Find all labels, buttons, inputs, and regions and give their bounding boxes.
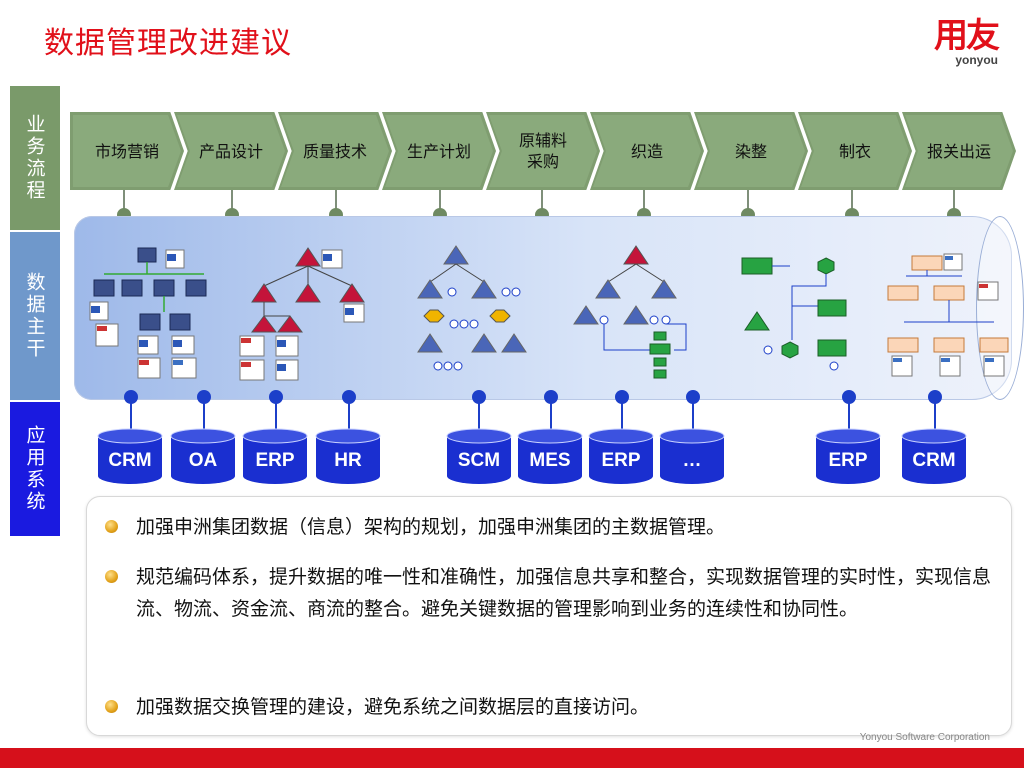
system-cylinder: SCM (446, 428, 512, 484)
system-connector (348, 400, 350, 432)
process-step-label: 织造 (630, 141, 663, 161)
system-connector-dot (472, 390, 486, 404)
process-connector (541, 190, 543, 216)
system-connector (692, 400, 694, 432)
process-step-label: 制衣 (838, 141, 871, 161)
folder-tree-diagram (89, 247, 207, 379)
process-flow: 市场营销 产品设计 质量技术 生产计划 原辅料 采购 织造 染整 制衣 报关出运 (70, 112, 1020, 190)
process-connector (851, 190, 853, 216)
recommendation-item: 加强数据交换管理的建设，避免系统之间数据层的直接访问。 (105, 691, 997, 723)
process-step: 织造 (590, 112, 704, 190)
system-label: ERP (601, 450, 641, 471)
system-connector-dot (197, 390, 211, 404)
system-label: CRM (108, 450, 152, 471)
system-label: OA (188, 450, 218, 471)
process-connector (231, 190, 233, 216)
system-connector (621, 400, 623, 432)
system-cylinder: HR (315, 428, 381, 484)
process-step: 报关出运 (902, 112, 1016, 190)
process-connector (123, 190, 125, 216)
recommendation-item: 规范编码体系，提升数据的唯一性和准确性，加强信息共享和整合，实现数据管理的实时性… (105, 561, 997, 625)
yonyou-logo: 用友 yonyou (934, 16, 1000, 67)
system-label: ERP (828, 450, 868, 471)
system-cylinder: … (659, 428, 725, 484)
process-step-label: 原辅料 采购 (518, 131, 567, 171)
side-label-business-process: 业务流程 (10, 86, 60, 230)
system-cylinder: CRM (97, 428, 163, 484)
system-label: ERP (255, 450, 295, 471)
bullet-icon (105, 700, 118, 713)
system-connector-dot (124, 390, 138, 404)
system-connector (934, 400, 936, 432)
page-title: 数据管理改进建议 (44, 26, 292, 61)
system-connector-dot (842, 390, 856, 404)
red-triangle-tree-diagram (239, 247, 365, 381)
system-connector (275, 400, 277, 432)
footer-bar (0, 748, 1024, 768)
logo-en-text: yonyou (955, 53, 998, 67)
process-step: 质量技术 (278, 112, 392, 190)
side-label-data-backbone: 数据主干 (10, 232, 60, 400)
process-step: 制衣 (798, 112, 912, 190)
process-step: 生产计划 (382, 112, 496, 190)
system-label: SCM (457, 450, 501, 471)
system-connector (848, 400, 850, 432)
org-chart-diagram (887, 253, 1009, 377)
process-step: 产品设计 (174, 112, 288, 190)
system-connector-dot (928, 390, 942, 404)
data-structure-diagrams (89, 245, 1009, 381)
recommendation-text: 加强申洲集团数据（信息）架构的规划，加强申洲集团的主数据管理。 (136, 516, 726, 538)
blue-triangle-tree-diagram (417, 245, 527, 371)
logo-cn-text: 用友 (934, 16, 1000, 56)
system-connector-dot (686, 390, 700, 404)
recommendation-item: 加强申洲集团数据（信息）架构的规划，加强申洲集团的主数据管理。 (105, 511, 997, 543)
system-label: MES (529, 450, 571, 471)
system-connector (478, 400, 480, 432)
process-connector (335, 190, 337, 216)
system-cylinder: ERP (815, 428, 881, 484)
system-cylinder: ERP (242, 428, 308, 484)
recommendation-text: 规范编码体系，提升数据的唯一性和准确性，加强信息共享和整合，实现数据管理的实时性… (136, 566, 992, 620)
bullet-icon (105, 570, 118, 583)
system-connector-dot (615, 390, 629, 404)
process-step: 市场营销 (70, 112, 184, 190)
process-step-label: 市场营销 (94, 141, 159, 161)
system-cylinder: MES (517, 428, 583, 484)
process-connector (643, 190, 645, 216)
system-cylinder: OA (170, 428, 236, 484)
process-step-label: 报关出运 (926, 141, 991, 161)
process-connector (953, 190, 955, 216)
process-step-label: 染整 (734, 141, 767, 161)
system-connector (203, 400, 205, 432)
green-flowchart-diagram (741, 257, 847, 371)
system-label: CRM (912, 450, 956, 471)
process-step-label: 质量技术 (302, 141, 367, 161)
data-backbone-pipe (74, 216, 1012, 400)
recommendation-text: 加强数据交换管理的建设，避免系统之间数据层的直接访问。 (136, 696, 650, 718)
recommendations-box: 加强申洲集团数据（信息）架构的规划，加强申洲集团的主数据管理。 规范编码体系，提… (86, 496, 1012, 736)
process-step-label: 生产计划 (406, 141, 471, 161)
system-connector-dot (342, 390, 356, 404)
footer-corporation: Yonyou Software Corporation (859, 732, 990, 743)
process-connector (439, 190, 441, 216)
process-step: 原辅料 采购 (486, 112, 600, 190)
system-connector (550, 400, 552, 432)
system-connector (130, 400, 132, 432)
system-label: … (682, 450, 702, 471)
system-connector-dot (269, 390, 283, 404)
process-connector (747, 190, 749, 216)
system-cylinder: CRM (901, 428, 967, 484)
process-step-label: 产品设计 (198, 141, 263, 161)
system-label: HR (334, 450, 362, 471)
side-label-app-systems: 应用系统 (10, 402, 60, 536)
process-step: 染整 (694, 112, 808, 190)
bullet-icon (105, 520, 118, 533)
system-connector-dot (544, 390, 558, 404)
triangle-flow-diagram (573, 245, 687, 379)
system-cylinder: ERP (588, 428, 654, 484)
